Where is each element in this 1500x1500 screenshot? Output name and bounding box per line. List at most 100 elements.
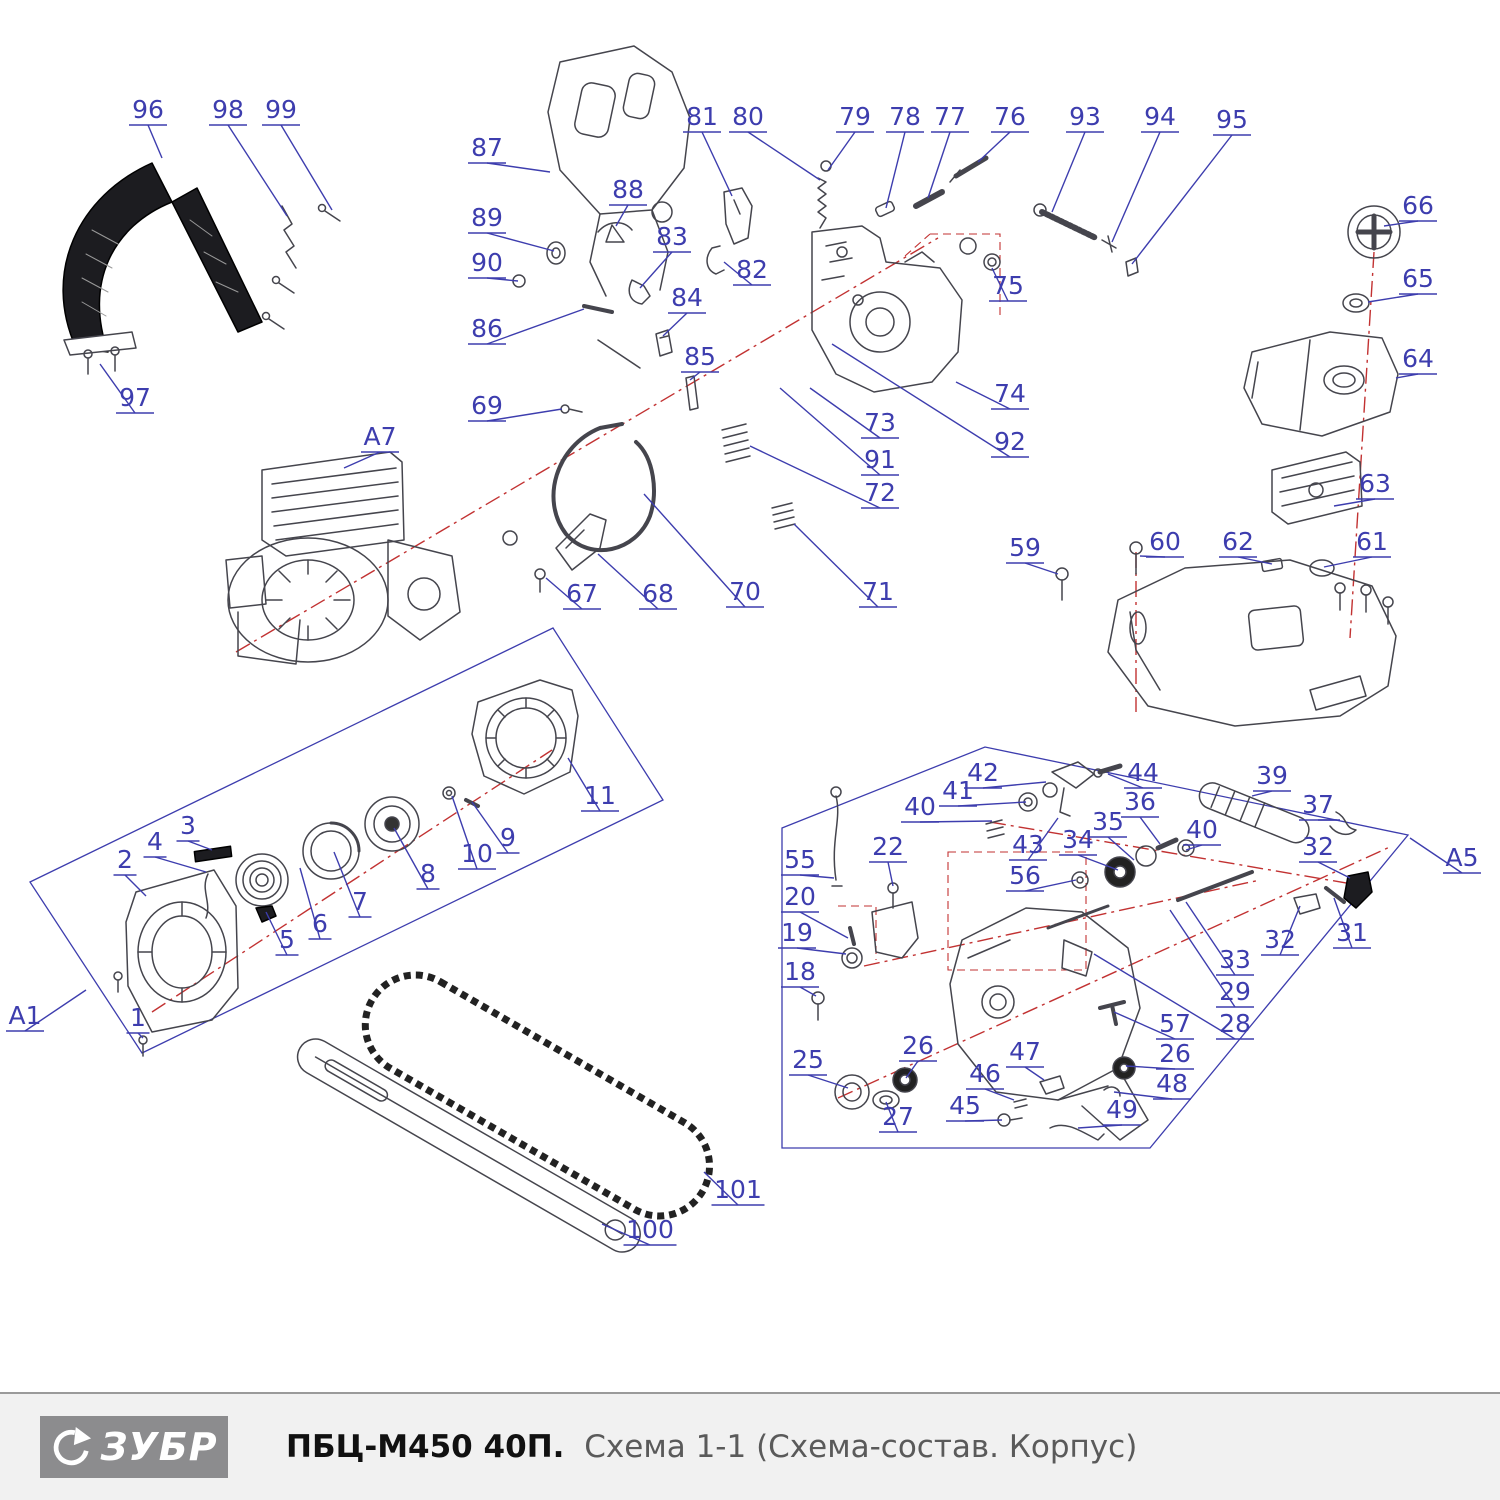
callout-label: 26 xyxy=(1159,1039,1191,1068)
callout-4: 4 xyxy=(143,827,207,873)
callout-84: 84 xyxy=(662,283,706,337)
callout-40: 40 xyxy=(901,792,993,823)
callout-36: 36 xyxy=(1121,787,1161,845)
leader-line xyxy=(807,1074,849,1089)
callout-1: 1 xyxy=(126,1003,150,1039)
callout-label: 68 xyxy=(642,579,674,608)
leader-line xyxy=(799,874,835,879)
leader-line xyxy=(1131,134,1233,265)
callout-62: 62 xyxy=(1219,527,1273,565)
callout-label: 79 xyxy=(839,102,871,131)
callout-91: 91 xyxy=(779,387,899,476)
callout-37: 37 xyxy=(1299,790,1340,821)
callout-label: 87 xyxy=(471,133,503,162)
callout-label: 44 xyxy=(1127,758,1159,787)
leader-line xyxy=(1279,905,1301,956)
callout-label: A7 xyxy=(363,422,396,451)
leader-line xyxy=(1077,1124,1123,1129)
callout-label: 26 xyxy=(902,1031,934,1060)
callout-6: 6 xyxy=(299,867,332,940)
drawing-fasteners-top-row xyxy=(817,155,1139,277)
callout-label: 99 xyxy=(265,95,297,124)
callout-label: 74 xyxy=(994,379,1026,408)
callout-10: 10 xyxy=(451,795,496,870)
callout-75: 75 xyxy=(989,267,1027,302)
leader-line xyxy=(187,840,213,851)
leader-line xyxy=(343,451,381,469)
callout-label: 89 xyxy=(471,203,503,232)
leader-line xyxy=(147,124,163,159)
callout-97: 97 xyxy=(99,363,154,414)
leader-line xyxy=(747,131,821,181)
callout-76: 76 xyxy=(977,102,1029,163)
callout-label: 9 xyxy=(500,823,516,852)
leader-line xyxy=(887,861,894,887)
callout-93: 93 xyxy=(1051,102,1104,213)
leader-line xyxy=(1024,879,1077,892)
callout-18: 18 xyxy=(781,957,819,997)
leader-line xyxy=(137,1032,144,1039)
callout-label: 31 xyxy=(1336,918,1368,947)
leader-line xyxy=(1409,837,1463,874)
callout-label: 100 xyxy=(626,1215,674,1244)
drawing-fuel-cap-66 xyxy=(1347,205,1401,259)
axis-lines xyxy=(151,237,1393,1099)
callout-label: 2 xyxy=(117,845,133,874)
drawing-clutch-housing-74 xyxy=(811,225,963,393)
leader-line xyxy=(1367,293,1419,303)
drawing-brake-band-70 xyxy=(551,422,656,553)
callout-78: 78 xyxy=(885,102,924,209)
callout-label: 42 xyxy=(967,758,999,787)
callout-label: A1 xyxy=(8,1001,41,1030)
callout-46: 46 xyxy=(966,1059,1015,1101)
leader-line xyxy=(703,1171,739,1206)
leader-line xyxy=(597,553,659,610)
callout-35: 35 xyxy=(1089,807,1135,861)
brand-logo: ЗУБР xyxy=(40,1416,228,1478)
leader-line xyxy=(615,204,629,227)
drawing-brake-lever-68 xyxy=(555,513,607,571)
construction-lines xyxy=(838,233,1087,971)
title-block: ПБЦ-М450 40П. Схема 1-1 (Схема-состав. К… xyxy=(286,1429,1137,1465)
drawing-springs-71-72 xyxy=(721,423,796,530)
leader-line xyxy=(885,1101,899,1133)
callout-label: 56 xyxy=(1009,861,1041,890)
callout-label: 84 xyxy=(671,283,703,312)
callout-8: 8 xyxy=(393,827,440,890)
callout-44: 44 xyxy=(1107,758,1162,789)
leader-line xyxy=(639,251,673,289)
drawing-starter-cover-11 xyxy=(471,679,579,795)
callout-label: 76 xyxy=(994,102,1026,131)
model-title: ПБЦ-М450 40П. xyxy=(286,1429,565,1465)
callout-label: 83 xyxy=(656,222,688,251)
leader-line xyxy=(1024,562,1059,575)
callout-label: 34 xyxy=(1062,825,1094,854)
leader-line xyxy=(124,874,147,897)
callout-label: 4 xyxy=(147,827,163,856)
scheme-subtitle: Схема 1-1 (Схема-состав. Корпус) xyxy=(584,1429,1138,1465)
callout-79: 79 xyxy=(827,102,874,171)
callout-label: 67 xyxy=(566,579,598,608)
callout-label: 86 xyxy=(471,314,503,343)
callout-71: 71 xyxy=(793,523,897,608)
callout-56: 56 xyxy=(1006,861,1077,892)
callout-5: 5 xyxy=(265,911,299,956)
callout-95: 95 xyxy=(1131,105,1251,265)
leader-line xyxy=(1077,854,1119,871)
drawing-bracket-98 xyxy=(281,205,297,269)
leader-line xyxy=(905,1060,919,1079)
callout-label: 29 xyxy=(1219,977,1251,1006)
drawing-top-cover xyxy=(1055,541,1397,727)
callout-39: 39 xyxy=(1251,761,1291,797)
leader-line xyxy=(486,408,563,422)
callout-label: 60 xyxy=(1149,527,1181,556)
callout-label: 75 xyxy=(992,271,1024,300)
group-boundary-a5 xyxy=(781,746,1410,1149)
leader-line xyxy=(24,989,87,1032)
drawing-rear-handle-assembly-a5 xyxy=(811,761,1373,1141)
leader-line xyxy=(393,827,429,890)
callout-81: 81 xyxy=(683,102,733,197)
leader-line xyxy=(1333,498,1376,507)
leader-line xyxy=(964,1119,1003,1122)
leader-line xyxy=(1107,836,1135,861)
